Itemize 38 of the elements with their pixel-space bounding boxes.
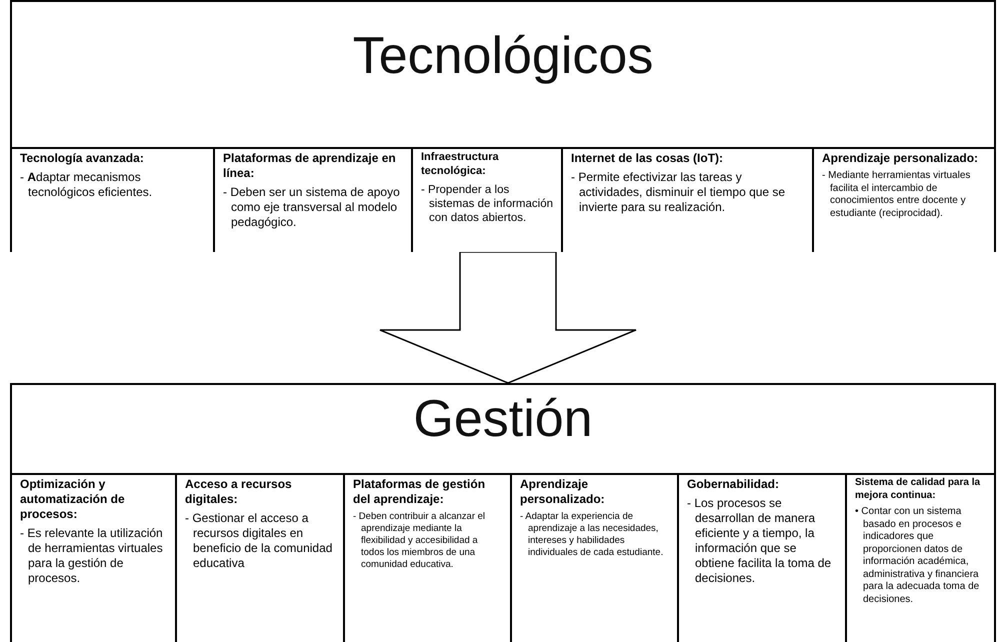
block-arrow [379,251,637,384]
category-cell [563,147,814,252]
cell-text: - Mediante herramientas virtuales facilita el intercambio de conocimientos entre docente y estudiante (reciprocidad). [822,170,972,220]
cell-heading: Aprendizaje personalizado: [822,151,980,166]
category-cell [814,147,996,252]
category-cell [215,147,413,252]
cell-text: - Es relevante la utilización de herramientas virtuales para la gestión de procesos. [20,526,164,586]
cell-heading: Plataformas de gestión del aprendizaje: [353,477,486,507]
panel-title: Gestión [413,393,593,445]
cell-heading: Tecnología avanzada: [20,151,145,166]
category-panel [10,383,996,642]
cell-text: - Deben contribuir a alcanzar el aprendizaje mediante la flexibilidad y accesibilidad a todos los miembros de una comunidad educativa. [353,511,486,570]
cell-heading: Sistema de calidad para la mejora continua: [855,477,982,502]
category-cell [177,473,345,642]
category-cell [413,147,563,252]
category-cell [12,473,177,642]
category-cell [12,147,215,252]
category-cell [345,473,512,642]
category-panel [10,0,996,252]
cell-heading: Internet de las cosas (IoT): [571,151,724,166]
cell-heading: Aprendizaje personalizado: [520,477,606,507]
cell-text: • Contar con un sistema basado en procesos e indicadores que proporcionen datos de información académica, administrativa y financiera para la adecuada toma de decisiones. [855,506,980,606]
cell-text: - Gestionar el acceso a recursos digitales en beneficio de la comunidad educativa [185,511,334,571]
cell-text: - Permite efectivizar las tareas y actividades, disminuir el tiempo que se invierte para su realización. [571,170,786,215]
cell-text: - Los procesos se desarrollan de manera eficiente y a tiempo, la información que se obtiene facilita la toma de decisiones. [687,496,832,586]
cell-heading: Plataformas de aprendizaje en línea: [223,151,397,181]
category-cell [847,473,996,642]
cell-text: - Deben ser un sistema de apoyo como eje transversal al modelo pedagógico. [223,185,401,230]
cell-text: - Adaptar mecanismos tecnológicos eficientes. [20,170,154,200]
cell-heading: Infraestructura tecnológica: [421,151,500,178]
category-cell [679,473,847,642]
cell-heading: Acceso a recursos digitales: [185,477,293,507]
cell-text: - Propender a los sistemas de información con datos abiertos. [421,182,553,226]
category-cell [512,473,679,642]
cell-heading: Gobernabilidad: [687,477,780,492]
cell-text: - Adaptar la experiencia de aprendizaje a las necesidades, intereses y habilidades individuales de cada estudiante. [520,511,664,558]
panel-title: Tecnológicos [352,30,654,82]
cell-heading: Optimización y automatización de procesos: [20,477,126,522]
